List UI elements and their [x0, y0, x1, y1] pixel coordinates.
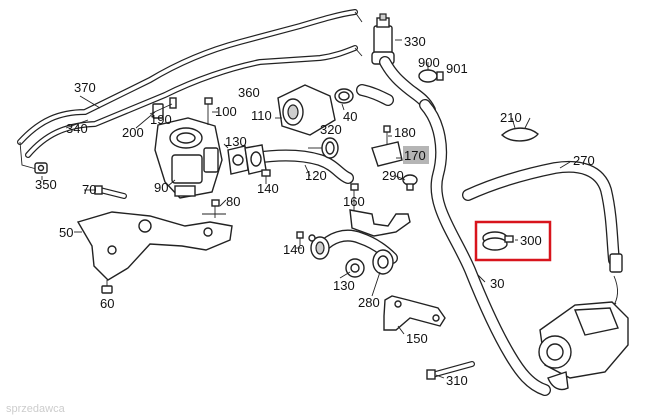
label-310: 310 [446, 373, 468, 388]
label-180: 180 [394, 125, 416, 140]
label-140-upper: 140 [257, 181, 279, 196]
label-270: 270 [573, 153, 595, 168]
label-330: 330 [404, 34, 426, 49]
label-50: 50 [59, 225, 73, 240]
part-140-bolt-upper [261, 169, 271, 184]
label-140-lower: 140 [283, 242, 305, 257]
part-100-bolt [204, 97, 213, 125]
part-air-pump [538, 301, 629, 391]
part-900-901-fitting [418, 62, 444, 83]
label-160: 160 [343, 194, 365, 209]
label-300: 300 [520, 233, 542, 248]
part-280-gasket [372, 249, 394, 275]
part-80-bolt [202, 199, 226, 218]
hose-30 [419, 99, 551, 396]
pipe-120 [244, 144, 354, 184]
label-340: 340 [66, 121, 88, 136]
label-200: 200 [122, 125, 144, 140]
part-110-valve-canister [277, 84, 336, 136]
highlight-box-300 [474, 220, 552, 262]
part-170-bracket [371, 141, 403, 167]
label-100: 100 [215, 104, 237, 119]
leader-lines [41, 39, 571, 379]
label-360: 360 [238, 85, 260, 100]
vacuum-lines-370-340 [17, 9, 363, 171]
label-90: 90 [154, 180, 168, 195]
part-200-190-small [152, 97, 177, 119]
label-370: 370 [74, 80, 96, 95]
label-130-upper: 130 [225, 134, 247, 149]
part-labels: 330 900 901 370 340 350 200 190 100 360 … [35, 34, 595, 388]
label-60: 60 [100, 296, 114, 311]
label-170-tag [403, 146, 429, 164]
part-310-bolt [426, 361, 475, 380]
label-130-lower: 130 [333, 278, 355, 293]
part-60-bolt [101, 280, 113, 294]
label-110: 110 [251, 108, 272, 123]
watermark-text: sprzedawca [6, 403, 66, 415]
part-90-valve-body [154, 117, 223, 199]
part-300-clamp [482, 231, 514, 251]
label-290: 290 [382, 168, 404, 183]
part-130-gasket-upper [227, 145, 249, 175]
part-140-bolt-lower [296, 231, 304, 245]
label-210: 210 [500, 110, 522, 125]
label-320: 320 [320, 122, 342, 137]
part-290-nut [402, 174, 418, 191]
label-40: 40 [343, 109, 357, 124]
label-80: 80 [226, 194, 240, 209]
label-350: 350 [35, 177, 57, 192]
part-50-support-bracket [76, 211, 233, 281]
label-30: 30 [490, 276, 504, 291]
part-160-bracket [349, 183, 411, 237]
label-70: 70 [82, 182, 96, 197]
part-70-bolt [94, 185, 127, 199]
label-900: 900 [418, 55, 440, 70]
label-190: 190 [150, 112, 172, 127]
part-210-clip [500, 117, 539, 142]
part-350-connector [34, 162, 48, 174]
part-150-bracket [383, 295, 446, 331]
label-150: 150 [406, 331, 428, 346]
label-901: 901 [446, 61, 468, 76]
part-130-gasket-lower [345, 258, 365, 278]
part-320-clamp [321, 137, 339, 159]
label-280: 280 [358, 295, 380, 310]
label-120: 120 [305, 168, 327, 183]
label-170: 170 [404, 148, 426, 163]
part-40-clamp [334, 88, 354, 104]
